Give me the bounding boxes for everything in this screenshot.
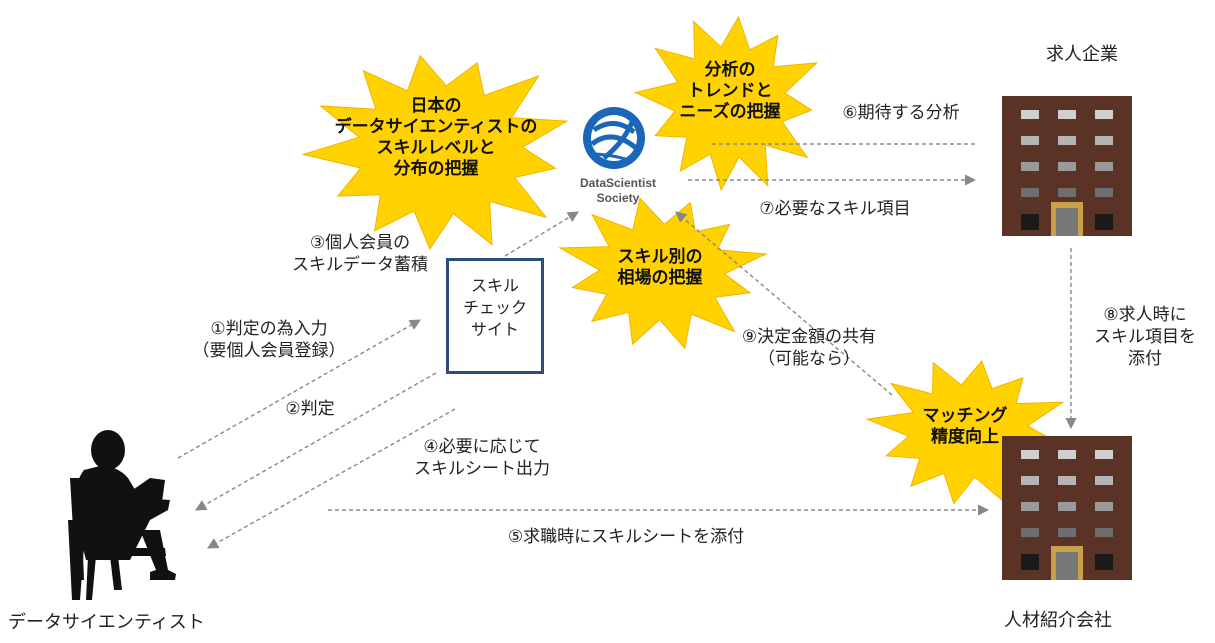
arrow-1-input bbox=[177, 319, 421, 459]
edge-label-7: ⑦必要なスキル項目 bbox=[759, 199, 911, 219]
arrow-9-share-amount bbox=[675, 211, 893, 396]
skill-check-site-box: スキル チェック サイト bbox=[446, 258, 544, 374]
arrow-3-accumulate bbox=[504, 211, 579, 257]
burst-japan-ds bbox=[301, 54, 569, 251]
burst-japan-ds-text: 日本の データサイエンティストの スキルレベルと 分布の把握 bbox=[334, 96, 538, 179]
recruiting-agency-building-icon bbox=[1002, 436, 1132, 580]
dss-logo-icon bbox=[583, 107, 645, 169]
edge-label-4: ④必要に応じて スキルシート出力 bbox=[414, 437, 550, 479]
burst-analysis-trend bbox=[633, 15, 819, 192]
burst-skill-market bbox=[558, 197, 768, 350]
data-scientist-label: データサイエンティスト bbox=[8, 612, 205, 633]
edge-label-1: ①判定の為入力 （要個人会員登録） bbox=[192, 319, 346, 361]
hiring-company-building-icon bbox=[1002, 96, 1132, 236]
hiring-company-label: 求人企業 bbox=[1046, 44, 1118, 65]
edge-label-2: ②判定 bbox=[285, 399, 335, 419]
edge-label-3: ③個人会員の スキルデータ蓄積 bbox=[292, 233, 428, 275]
burst-matching-text: マッチング 精度向上 bbox=[922, 406, 1008, 447]
data-scientist-person-icon bbox=[68, 430, 176, 600]
edge-label-6: ⑥期待する分析 bbox=[842, 103, 960, 123]
edge-label-9: ⑨決定金額の共有 （可能なら） bbox=[741, 327, 877, 369]
skill-check-site-label: スキル チェック サイト bbox=[462, 276, 527, 339]
burst-analysis-trend-text: 分析の トレンドと ニーズの把握 bbox=[679, 60, 781, 122]
edge-label-5: ⑤求職時にスキルシートを添付 bbox=[507, 527, 745, 547]
dss-logo-label: DataScientist Society bbox=[579, 176, 657, 205]
recruiting-agency-label: 人材紹介会社 bbox=[1004, 610, 1112, 631]
burst-skill-market-text: スキル別の 相場の把握 bbox=[617, 247, 703, 288]
edge-label-8: ⑧求人時に スキル項目を 添付 bbox=[1094, 305, 1196, 369]
arrow-4-output bbox=[207, 408, 456, 549]
